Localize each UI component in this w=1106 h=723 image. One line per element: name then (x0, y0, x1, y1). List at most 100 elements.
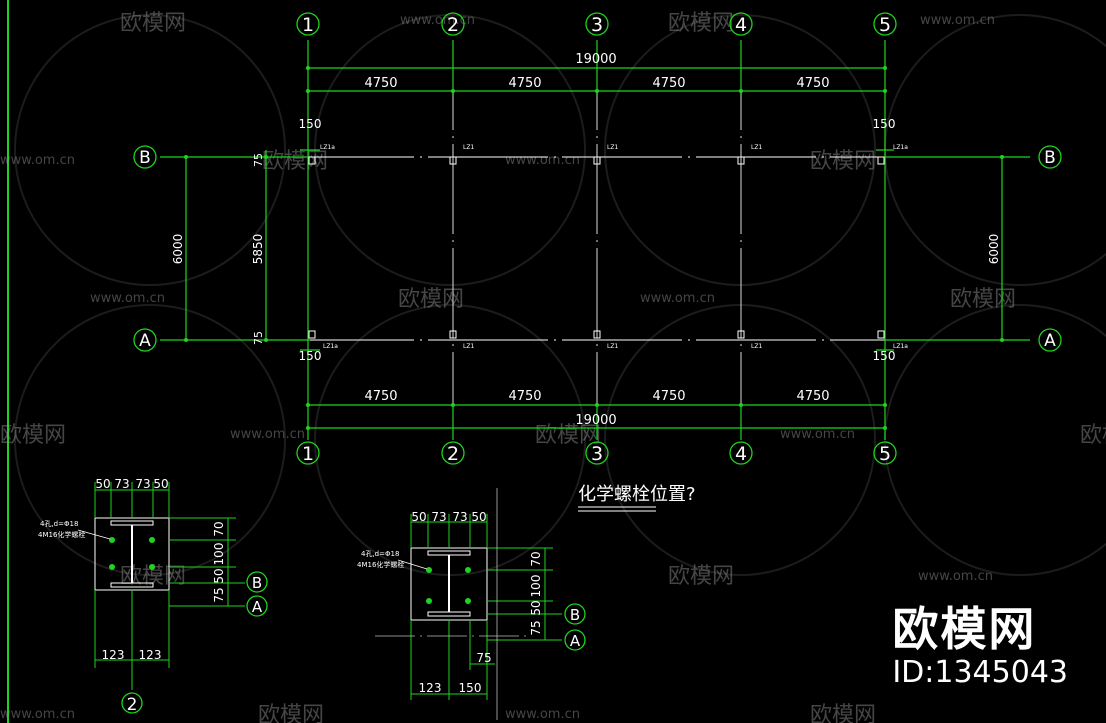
bolt-note: 4孔,d=Φ18 (361, 550, 399, 558)
detail-left-axis-2: 2 (127, 695, 138, 715)
axis-label-4: 4 (735, 14, 747, 36)
column-plan: 19000 4750 4750 4750 4750 4750 4750 4750… (133, 12, 1062, 465)
base-plate-detail-right: B A 50 73 73 50 70 100 50 75 123 150 75 … (357, 488, 586, 720)
detail-right-axis-a: A (570, 632, 581, 650)
column-tag: LZ1 (607, 144, 618, 151)
column-tag: LZ1 (751, 144, 762, 151)
watermark-site: www.om.cn (0, 707, 75, 722)
watermark-brand: 欧模网 (810, 149, 876, 174)
dim-text: 75 (529, 620, 543, 635)
dim-bay-top: 4750 (508, 76, 541, 91)
dim-150: 150 (299, 117, 322, 131)
watermark-site: www.om.cn (505, 153, 580, 168)
dim-text: 100 (212, 543, 226, 566)
axis-label-5: 5 (879, 14, 891, 36)
watermark-site: www.om.cn (920, 13, 995, 28)
base-plate-detail-left: 2 B A 50 73 73 50 70 100 50 75 123 123 4… (38, 477, 268, 715)
axis-label-4: 4 (735, 443, 747, 465)
column-tag: LZ1a (320, 144, 335, 151)
dim-depth-left: 6000 (171, 234, 185, 265)
watermark-brand: 欧模网 (950, 287, 1016, 312)
watermark-brand: 欧模网 (810, 703, 876, 723)
watermark-brand: 欧模网 (398, 287, 464, 312)
dim-75: 75 (252, 331, 265, 345)
dim-text: 50 (153, 477, 168, 491)
axis-label-a: A (1044, 331, 1056, 351)
dim-text: 73 (431, 510, 446, 524)
watermark-site: www.om.cn (918, 569, 993, 584)
dim-text: 73 (114, 477, 129, 491)
axis-label-2: 2 (447, 14, 459, 36)
dim-text: 150 (459, 681, 482, 695)
column-tag: LZ1 (607, 343, 618, 350)
dim-text: 73 (135, 477, 150, 491)
detail-left-axis-a: A (252, 598, 263, 616)
detail-left-axis-b: B (252, 574, 262, 592)
dim-bay-bottom: 4750 (508, 389, 541, 404)
dim-bay-bottom: 4750 (652, 389, 685, 404)
watermark-brand: 欧模网 (668, 11, 734, 36)
axis-label-b: B (139, 148, 151, 168)
watermark-site: www.om.cn (505, 707, 580, 722)
axis-label-b: B (1044, 148, 1056, 168)
watermark-site: www.om.cn (230, 427, 305, 442)
dim-text: 50 (95, 477, 110, 491)
watermark-brand: 欧模网 (1080, 423, 1106, 448)
axis-label-1: 1 (302, 443, 314, 465)
dim-bay-top: 4750 (364, 76, 397, 91)
dim-text: 50 (471, 510, 486, 524)
watermark-badge-id: ID:1345043 (892, 655, 1068, 690)
column-tag: LZ1a (323, 343, 338, 350)
dim-text: 70 (212, 521, 226, 536)
bolt-note: 4孔,d=Φ18 (40, 520, 78, 528)
dim-text: 73 (452, 510, 467, 524)
dim-text: 100 (529, 575, 543, 598)
dim-overall-top: 19000 (575, 52, 616, 67)
column-tags: LZ1a LZ1 LZ1 LZ1 LZ1a LZ1a LZ1 LZ1 LZ1 L… (320, 144, 908, 350)
watermark-brand: 欧模网 (258, 703, 324, 723)
dim-text: 123 (102, 648, 125, 662)
dim-150: 150 (299, 349, 322, 363)
watermark-brand: 欧模网 (262, 149, 328, 174)
axis-label-3: 3 (591, 443, 603, 465)
axis-label-1: 1 (302, 14, 314, 36)
dim-150: 150 (873, 349, 896, 363)
dim-text: 123 (139, 648, 162, 662)
question-text: 化学螺栓位置? (578, 484, 696, 505)
column-tag: LZ1 (751, 343, 762, 350)
watermark-brand: 欧模网 (120, 11, 186, 36)
axis-label-a: A (139, 331, 151, 351)
dim-bay-top: 4750 (796, 76, 829, 91)
dim-text: 123 (419, 681, 442, 695)
detail-right-axis-b: B (570, 606, 580, 624)
watermark-brand: 欧模网 (668, 564, 734, 589)
dim-text: 50 (529, 600, 543, 615)
question-note: 化学螺栓位置? (578, 484, 696, 512)
axis-label-5: 5 (879, 443, 891, 465)
watermark-badge: 欧模网 ID:1345043 (892, 605, 1068, 689)
dim-inner: 5850 (251, 234, 265, 265)
column-tag: LZ1a (893, 144, 908, 151)
column-tag: LZ1 (463, 144, 474, 151)
dim-bay-top: 4750 (652, 76, 685, 91)
axis-label-3: 3 (591, 14, 603, 36)
dim-text: 70 (529, 551, 543, 566)
watermark-site: www.om.cn (400, 13, 475, 28)
watermark-badge-brand: 欧模网 (892, 602, 1037, 656)
dim-text: 75 (476, 651, 491, 665)
dim-text: 75 (212, 587, 226, 602)
dim-150: 150 (873, 117, 896, 131)
column-tag: LZ1 (463, 343, 474, 350)
dim-depth-right: 6000 (987, 234, 1001, 265)
watermark-site: www.om.cn (640, 291, 715, 306)
axis-label-2: 2 (447, 443, 459, 465)
dim-text: 50 (411, 510, 426, 524)
bolt-note: 4M16化学螺栓 (38, 530, 85, 539)
dim-bay-bottom: 4750 (364, 389, 397, 404)
watermark-brand: 欧模网 (0, 423, 66, 448)
dim-75: 75 (252, 153, 265, 167)
dim-text: 50 (212, 568, 226, 583)
watermark-site: www.om.cn (780, 427, 855, 442)
bolt-note: 4M16化学螺栓 (357, 560, 404, 569)
